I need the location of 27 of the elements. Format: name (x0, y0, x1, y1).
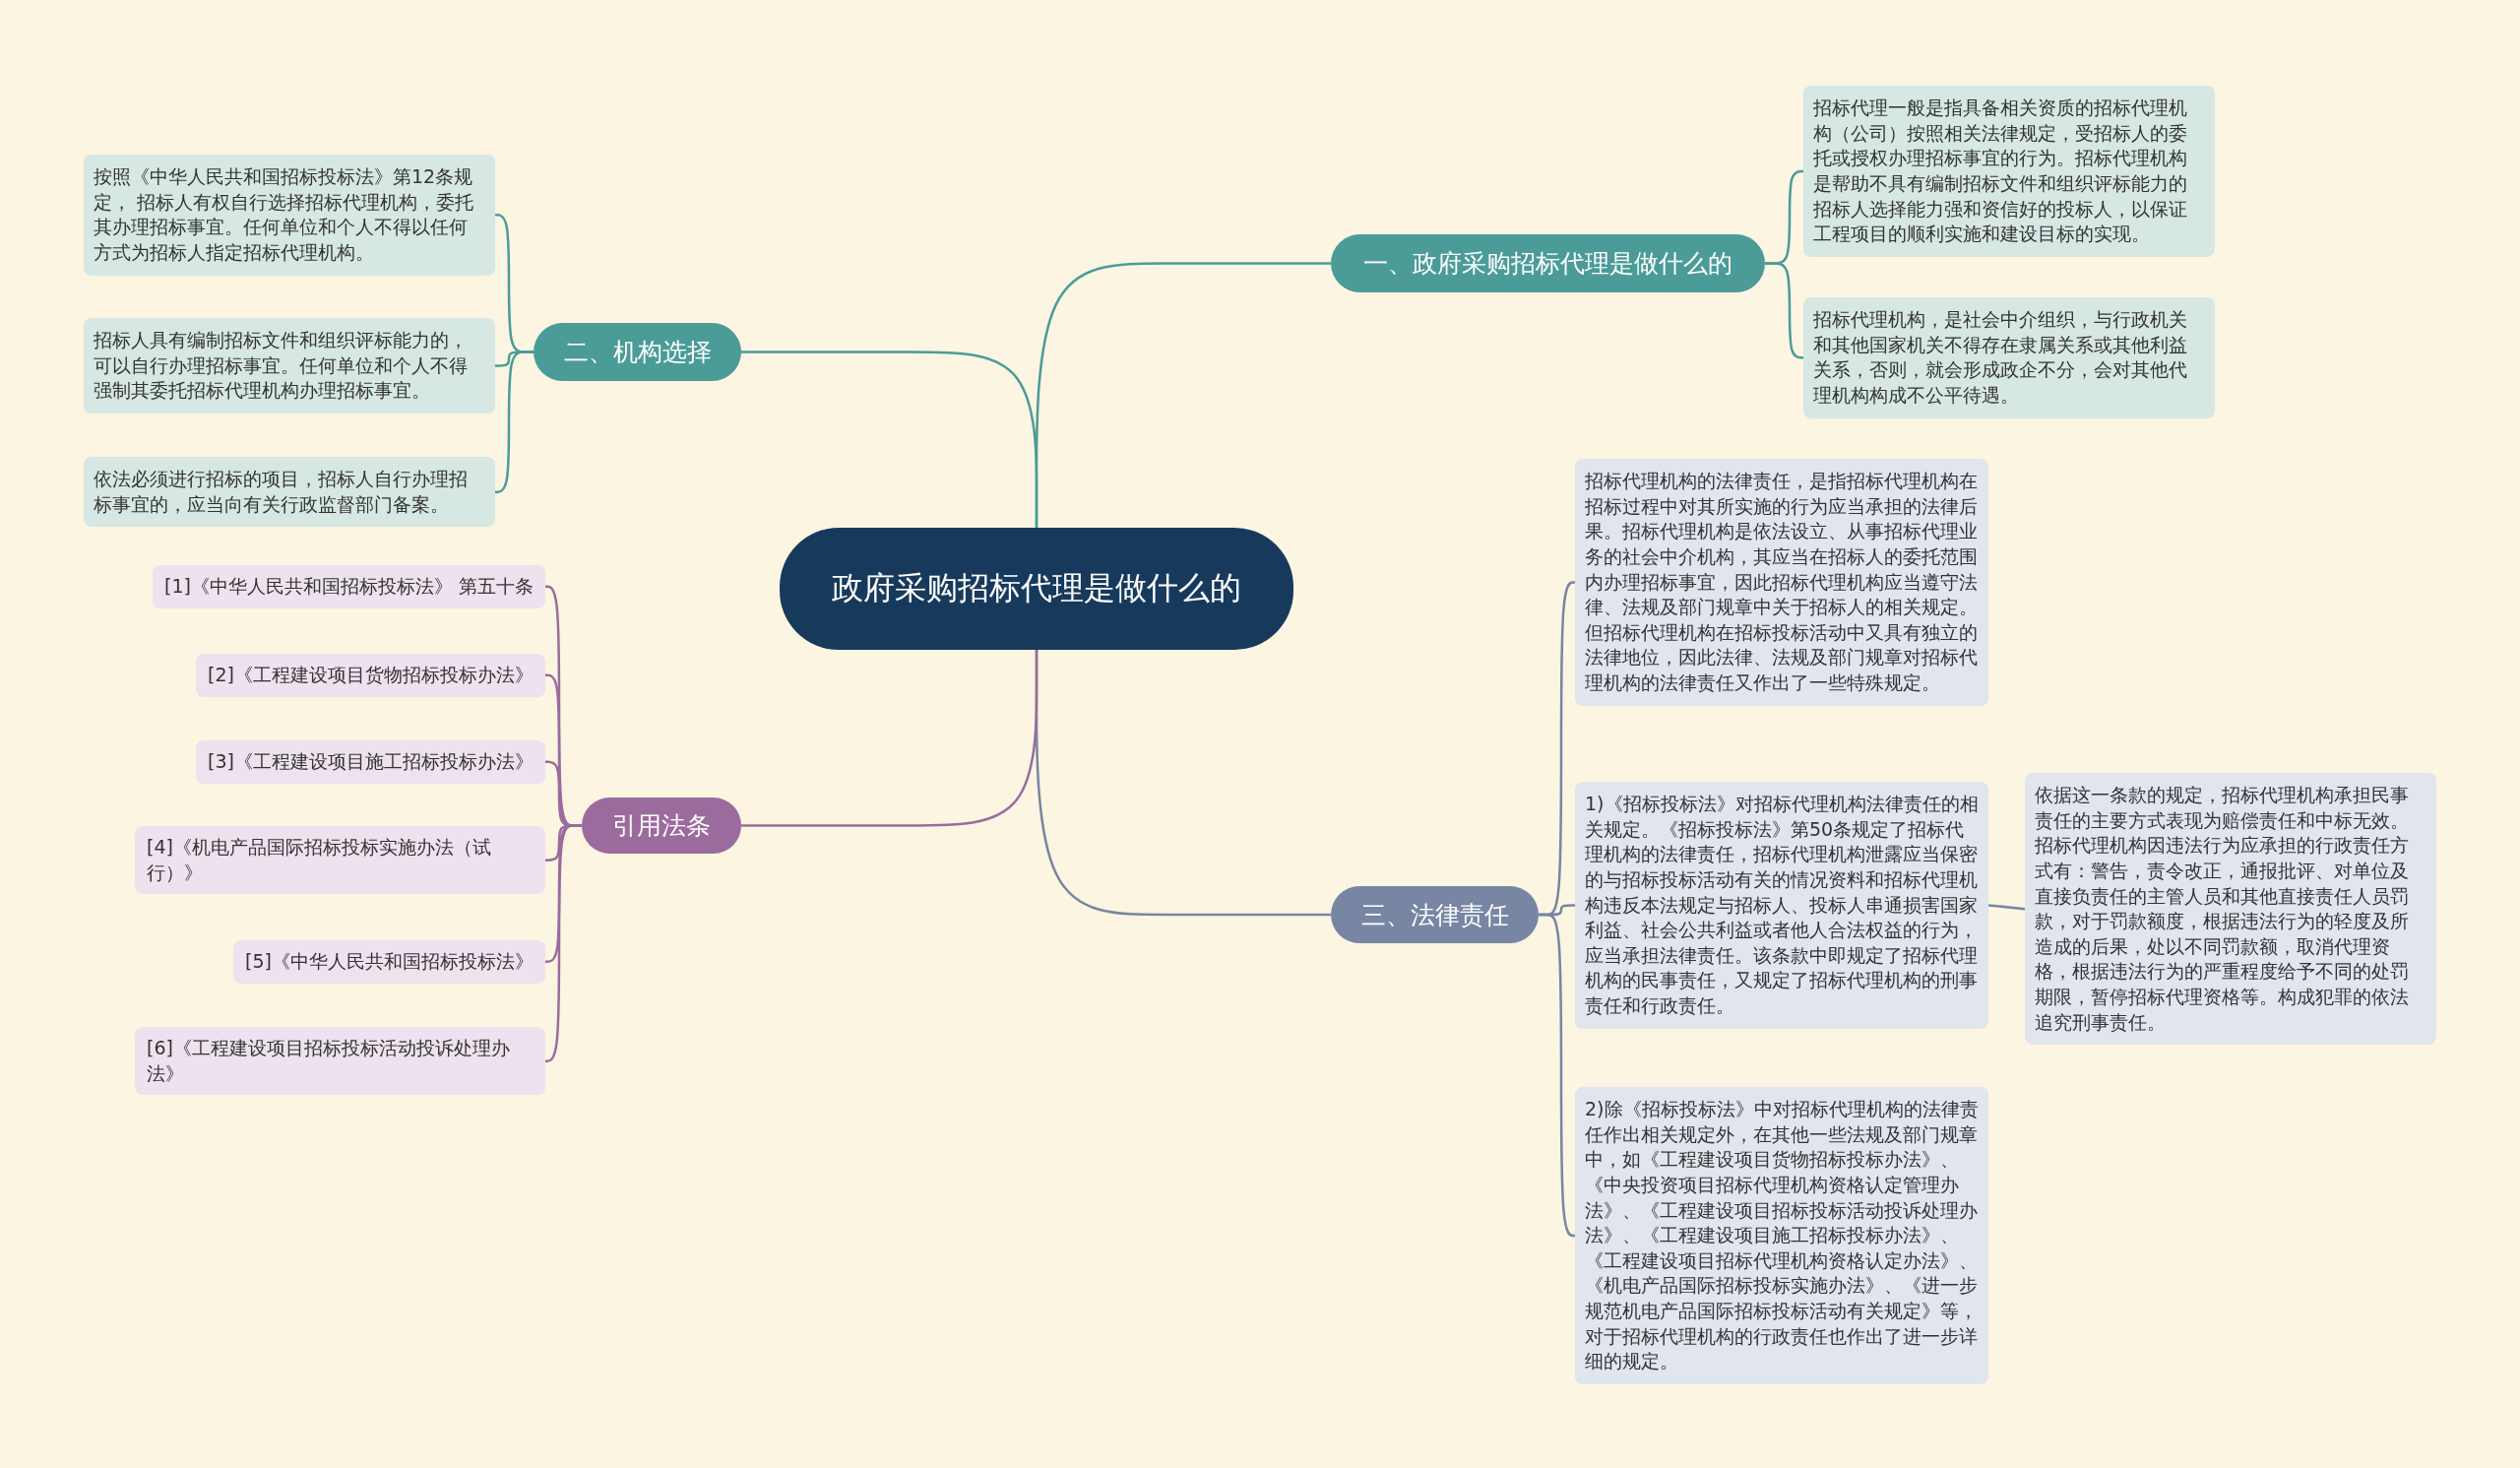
branch-topic: 引用法条 (582, 798, 741, 854)
text-card: 依据这一条款的规定，招标代理机构承担民事责任的主要方式表现为赔偿责任和中标无效。招标代理机构因违法行为应承担的行政责任方式有：警告，责令改正，通报批评、对单位及直接负责任的主管人员和其他直接责任人员罚款，对于罚款额度，根据违法行为的轻度及所造成的后果，处以不同罚款额，取消代理资格，根据违法行为的严重程度给予不同的处罚期限，暂停招标代理资格等。构成犯罪的依法追究刑事责任。 (2025, 773, 2436, 1046)
text-card: 依法必须进行招标的项目，招标人自行办理招标事宜的，应当向有关行政监督部门备案。 (84, 457, 495, 528)
text-card: 按照《中华人民共和国招标投标法》第12条规定， 招标人有权自行选择招标代理机构，委托其办理招标事宜。任何单位和个人不得以任何方式为招标人指定招标代理机构。 (84, 155, 495, 276)
text-card: 招标人具有编制招标文件和组织评标能力的，可以自行办理招标事宜。任何单位和个人不得强制其委托招标代理机构办理招标事宜。 (84, 318, 495, 414)
reference-card: [3]《工程建设项目施工招标投标办法》 (196, 740, 545, 784)
reference-card: [1]《中华人民共和国招标投标法》 第五十条 (153, 565, 545, 608)
text-card: 2)除《招标投标法》中对招标代理机构的法律责任作出相关规定外，在其他一些法规及部门规章中，如《工程建设项目货物招标投标办法》、《中央投资项目招标代理机构资格认定管理办法》、《工程建设项目招标投标活动投诉处理办法》、《工程建设项目施工招标投标办法》、《工程建设项目招标代理机构资格认定办法》、《机电产品国际招标投标实施办法》、《进一步规范机电产品国际招标投标活动有关规定》等，对于招标代理机构的行政责任也作出了进一步详细的规定。 (1575, 1087, 1988, 1385)
connector-line (741, 351, 1039, 528)
reference-card: [6]《工程建设项目招标投标活动投诉处理办法》 (135, 1027, 545, 1096)
connector-line (495, 351, 534, 493)
reference-card: [2]《工程建设项目货物招标投标办法》 (196, 654, 545, 697)
connector-line (1987, 904, 2026, 911)
reference-card: [4]《机电产品国际招标投标实施办法（试行）》 (135, 826, 545, 895)
text-card: 招标代理机构，是社会中介组织，与行政机关和其他国家机关不得存在隶属关系或其他利益关系，否则，就会形成政企不分，会对其他代理机构构成不公平待遇。 (1803, 297, 2215, 418)
connector-line (1765, 262, 1803, 359)
text-card: 招标代理一般是指具备相关资质的招标代理机构（公司）按照相关法律规定，受招标人的委托或授权办理招标事宜的行为。招标代理机构是帮助不具有编制招标文件和组织评标能力的招标人选择能力强和资信好的投标人，以保证工程项目的顺利实施和建设目标的实现。 (1803, 86, 2215, 257)
connector-line (741, 650, 1039, 827)
reference-card: [5]《中华人民共和国招标投标法》 (233, 940, 545, 984)
branch-topic: 三、法律责任 (1331, 886, 1539, 943)
text-card: 1)《招标投标法》对招标代理机构法律责任的相关规定。《招标投标法》第50条规定了招标代理机构的法律责任，招标代理机构泄露应当保密的与招标投标活动有关的情况资料和招标代理机构违反本法规定与招标人、投标人串通损害国家利益、社会公共利益或者他人合法权益的行为，应当承担法律责任。该条款中即规定了招标代理机构的民事责任，又规定了招标代理机构的刑事责任和行政责任。 (1575, 782, 1988, 1029)
connector-line (1539, 913, 1576, 1238)
central-topic: 政府采购招标代理是做什么的 (780, 528, 1293, 650)
connector-line (545, 824, 582, 1062)
branch-topic: 二、机构选择 (534, 323, 741, 381)
text-card: 招标代理机构的法律责任，是指招标代理机构在招标过程中对其所实施的行为应当承担的法律后果。招标代理机构是依法设立、从事招标代理业务的社会中介机构，其应当在招标人的委托范围内办理招标事宜，因此招标代理机构应当遵守法律、法规及部门规章中关于招标人的相关规定。但招标代理机构在招标投标活动中又具有独立的法律地位，因此法律、法规及部门规章对招标代理机构的法律责任又作出了一些特殊规定。 (1575, 459, 1988, 706)
branch-topic: 一、政府采购招标代理是做什么的 (1331, 234, 1765, 292)
